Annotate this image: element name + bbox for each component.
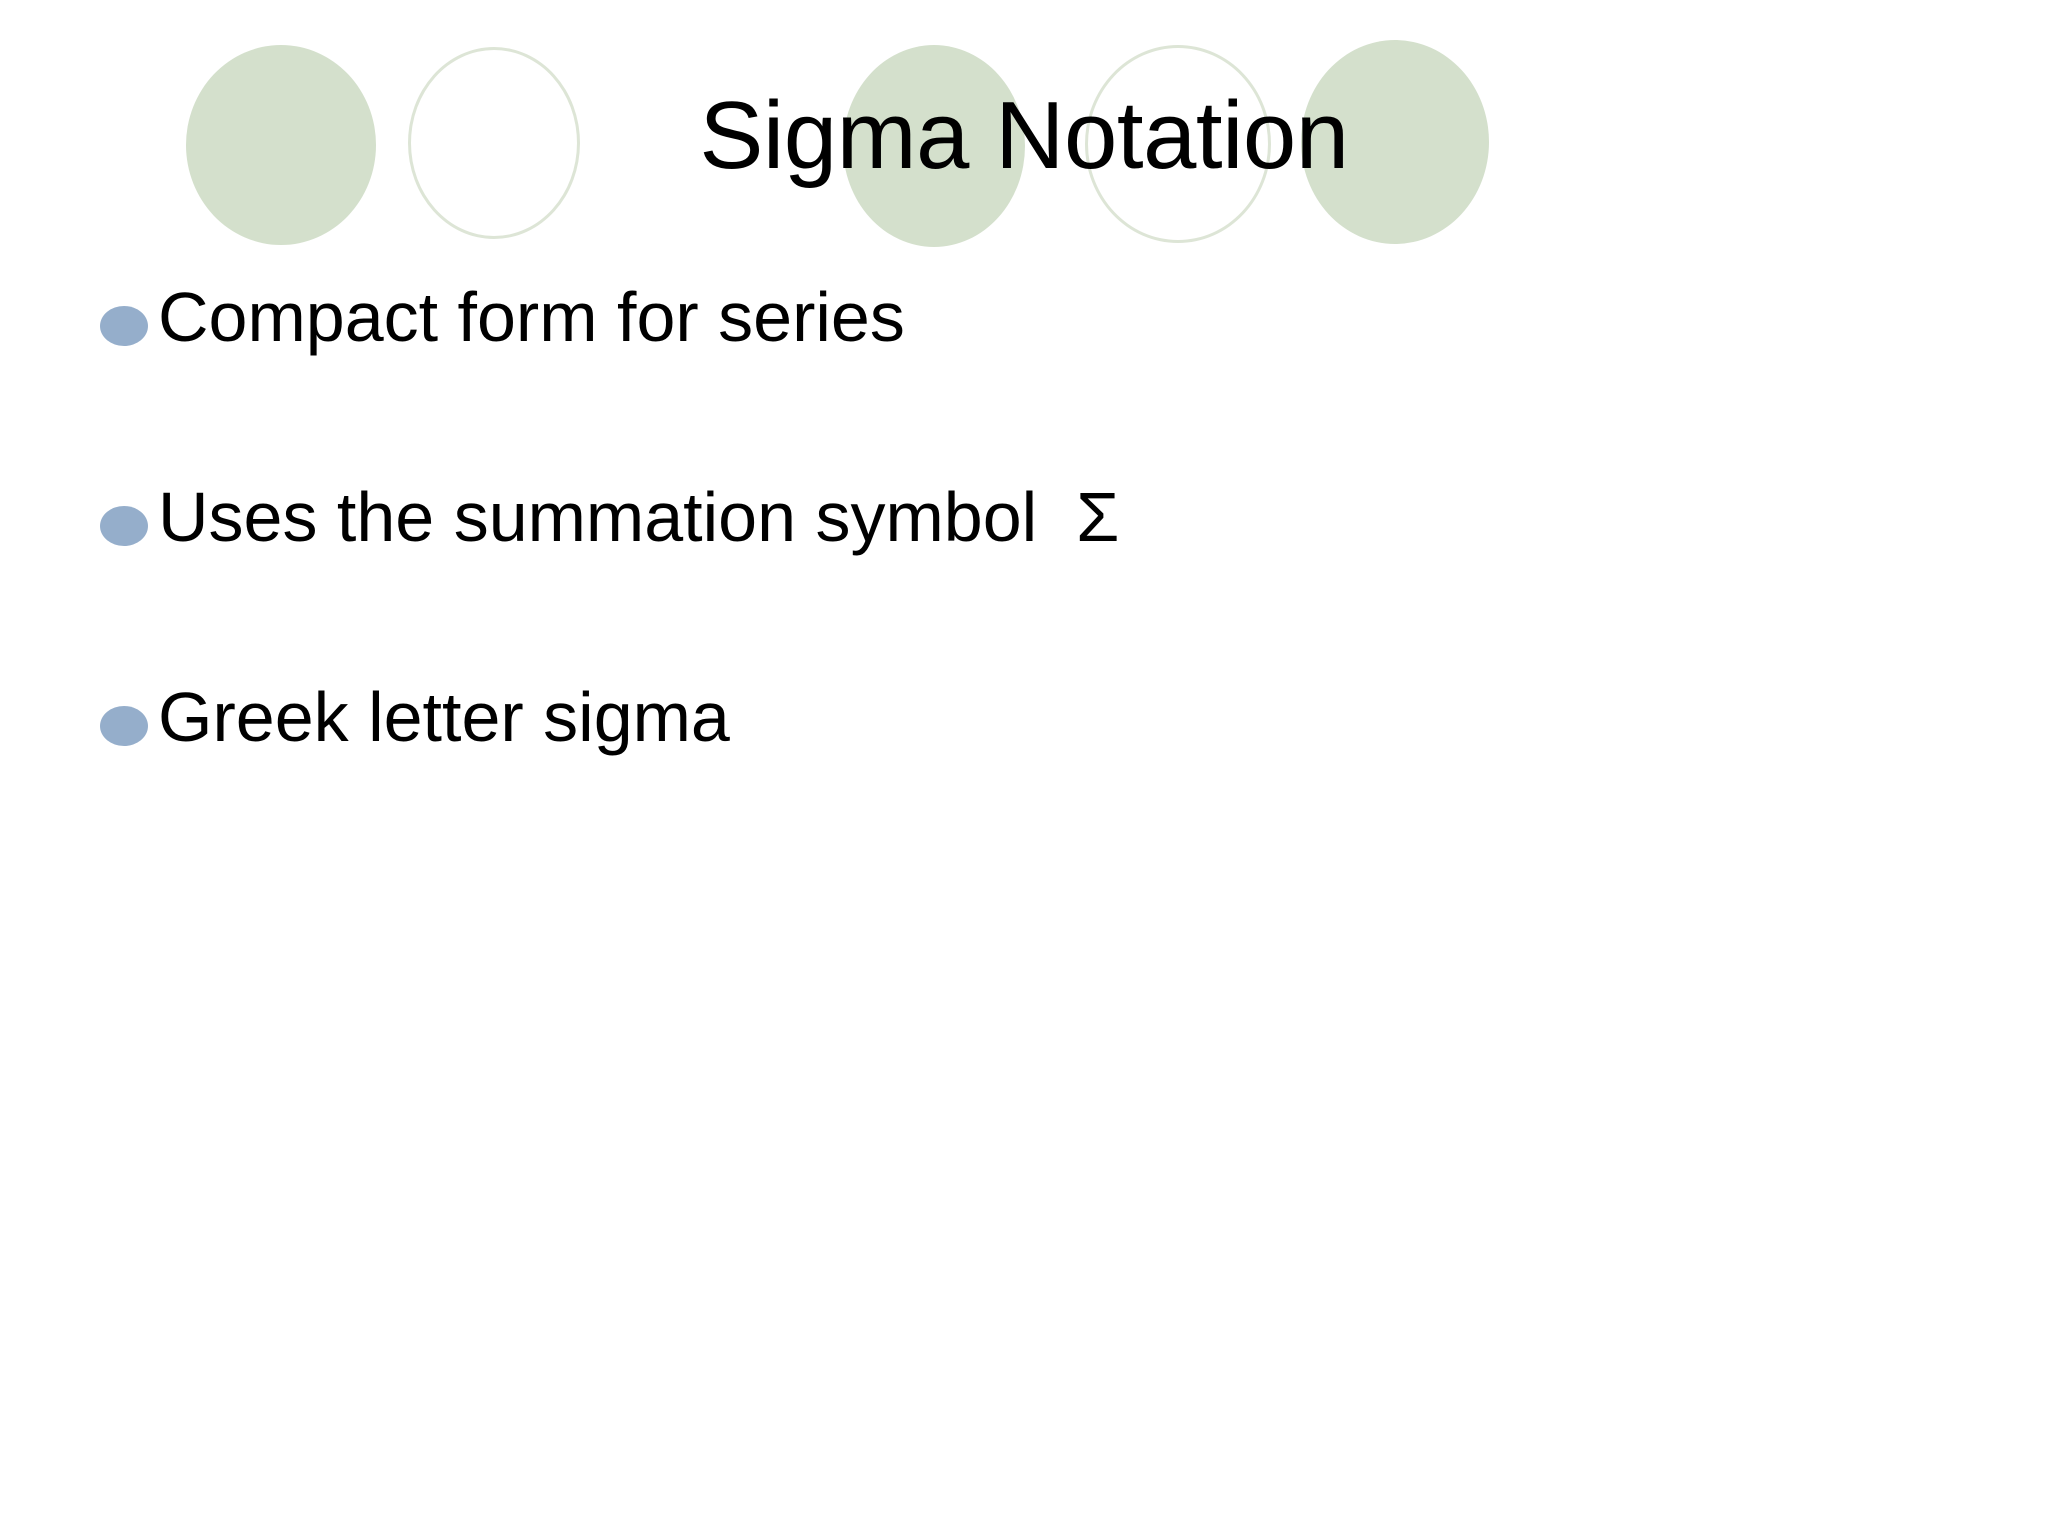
list-item: Uses the summation symbol Σ [100,482,1970,682]
bullet-dot-icon [100,506,148,546]
bullet-text-3: Greek letter sigma [158,678,730,756]
bullet-text-2: Uses the summation symbol Σ [158,478,1120,556]
bullet-dot-icon [100,706,148,746]
list-item: Greek letter sigma [100,682,1970,882]
slide-title: Sigma Notation [699,82,1349,189]
bullet-dot-icon [100,306,148,346]
slide-body: Compact form for series Uses the summati… [100,282,1970,882]
bullet-text-1: Compact form for series [158,278,905,356]
list-item: Compact form for series [100,282,1970,482]
